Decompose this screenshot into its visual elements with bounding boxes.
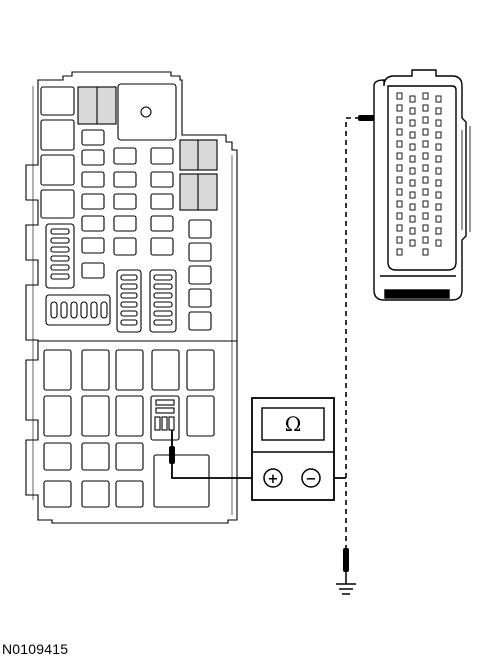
ground-lead bbox=[345, 117, 360, 548]
negative-jack-label: − bbox=[306, 472, 317, 487]
positive-jack-label: + bbox=[268, 472, 279, 487]
multimeter-icon bbox=[251, 397, 335, 501]
fuse-box-icon bbox=[25, 71, 238, 524]
connector-pins bbox=[396, 92, 442, 256]
connector-icon bbox=[373, 69, 471, 301]
ground-icon bbox=[336, 572, 356, 595]
ground-probe-icon bbox=[343, 548, 349, 572]
probe-icon bbox=[169, 430, 175, 464]
figure-id: N0109415 bbox=[2, 641, 69, 657]
meter-display-symbol: Ω bbox=[285, 412, 302, 436]
